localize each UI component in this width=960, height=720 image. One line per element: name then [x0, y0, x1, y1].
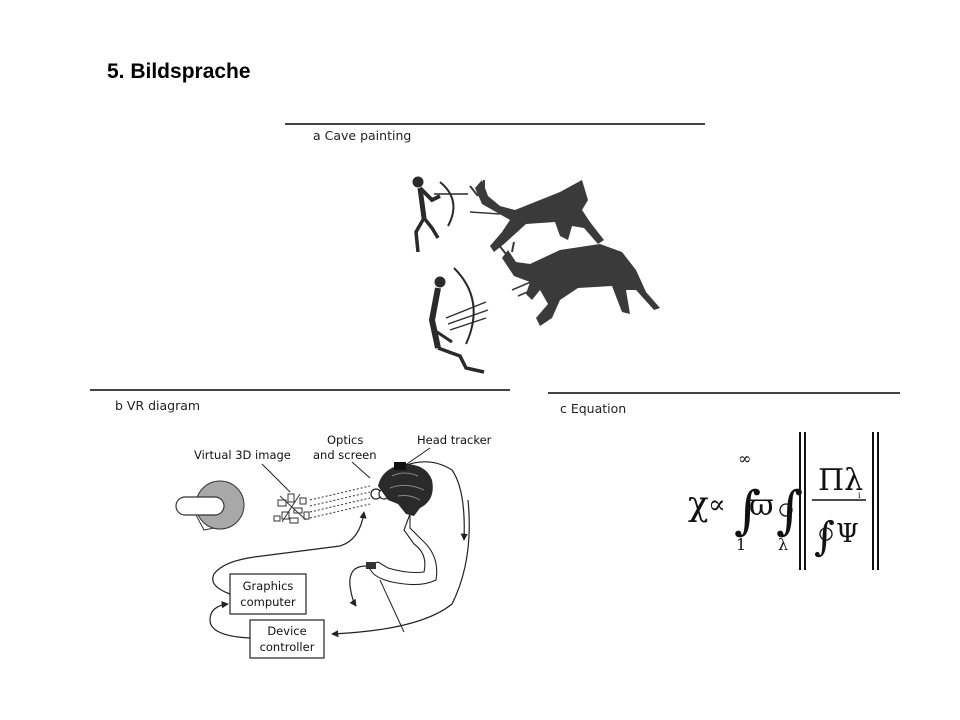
device-label-2: controller: [260, 640, 315, 654]
device-label-1: Device: [267, 624, 306, 638]
label-virtual-3d-image: Virtual 3D image: [194, 448, 291, 462]
panel-a-rule: [285, 123, 705, 125]
eq-norm-bars: [799, 432, 879, 570]
panel-c-rule: [548, 392, 900, 394]
label-and-screen: and screen: [313, 448, 377, 462]
cave-archer-kneeling: [428, 267, 489, 374]
eq-denominator: Ψ: [836, 519, 859, 549]
cave-archer-standing: [412, 176, 468, 253]
label-head-tracker: Head tracker: [417, 433, 492, 447]
hand-device: [366, 562, 376, 569]
signal-arrows: [209, 461, 470, 639]
cave-deer-lower: [497, 241, 660, 326]
eq-contour-circle-1: [779, 503, 793, 517]
label-optics: Optics: [327, 433, 363, 447]
graphics-label-1: Graphics: [243, 579, 294, 593]
panel-a-label: a Cave painting: [313, 128, 412, 143]
panel-b-rule: [90, 389, 510, 391]
eq-numerator: Πλ: [818, 463, 863, 498]
eq-chi: χ: [688, 484, 709, 524]
eq-integral-1: ∫: [734, 481, 761, 541]
graphics-label-2: computer: [240, 595, 296, 609]
cave-deer-upper: [469, 180, 604, 252]
eq-propto: ∝: [708, 490, 726, 520]
virtual-image-cluster: [273, 493, 310, 524]
eq-lower-limit-1: 1: [736, 535, 746, 554]
eq-small-i: i: [858, 491, 861, 500]
eq-integral-3: ∫: [814, 514, 835, 560]
viewer-head-left: [175, 480, 245, 531]
eq-varpi: ϖ: [749, 488, 773, 523]
slide-title: 5. Bildsprache: [107, 60, 251, 83]
graphics-computer-box: Graphics computer: [229, 573, 307, 615]
eq-lower-limit-2: λ: [778, 535, 788, 554]
user-body: [367, 513, 438, 586]
device-controller-box: Device controller: [249, 619, 325, 659]
eq-contour-circle-2: [819, 527, 833, 541]
eq-upper-limit: ∞: [738, 449, 751, 468]
panel-b-label: b VR diagram: [115, 398, 201, 413]
panel-c-label: c Equation: [560, 401, 627, 416]
user-head-brain: [378, 462, 433, 516]
